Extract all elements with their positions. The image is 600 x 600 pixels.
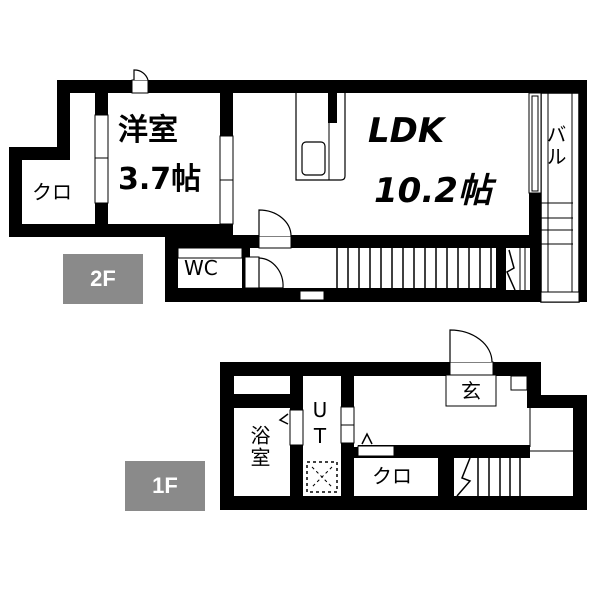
1f-stairs-area	[454, 458, 530, 496]
floor-badge-1f: 1F	[125, 461, 205, 511]
1f-stairs	[477, 458, 521, 496]
second-floor-plan	[9, 69, 587, 303]
1f-closet-area	[354, 458, 438, 496]
first-floor-plan	[220, 329, 587, 510]
1f-bath-area	[234, 408, 290, 496]
1f-entrance-area	[445, 374, 497, 407]
2f-ldk-area	[233, 93, 529, 235]
room-size-western-room: 3.7帖	[118, 162, 202, 197]
2f-closet-area	[22, 93, 95, 224]
sink-icon	[301, 141, 326, 176]
room-label-toilet: WC	[184, 256, 218, 280]
1f-hall-area	[354, 376, 573, 496]
room-label-entrance: 玄	[461, 379, 481, 403]
room-label-balcony: バル	[543, 124, 567, 168]
2f-stair-corridor	[250, 248, 530, 288]
room-label-closet-2f: クロ	[32, 180, 72, 204]
room-size-ldk: 10.2帖	[374, 171, 492, 211]
room-label-western-room: 洋室	[118, 113, 178, 148]
room-label-closet-1f: クロ	[372, 464, 412, 488]
floor-badge-2f: 2F	[63, 254, 143, 304]
2f-western-room-area	[108, 93, 220, 224]
2f-stairs	[336, 248, 492, 288]
room-label-ldk: LDK	[368, 111, 445, 151]
room-label-utility: UT	[308, 398, 332, 450]
kitchen-counter	[295, 93, 346, 181]
room-label-bath: 浴室	[247, 425, 271, 469]
